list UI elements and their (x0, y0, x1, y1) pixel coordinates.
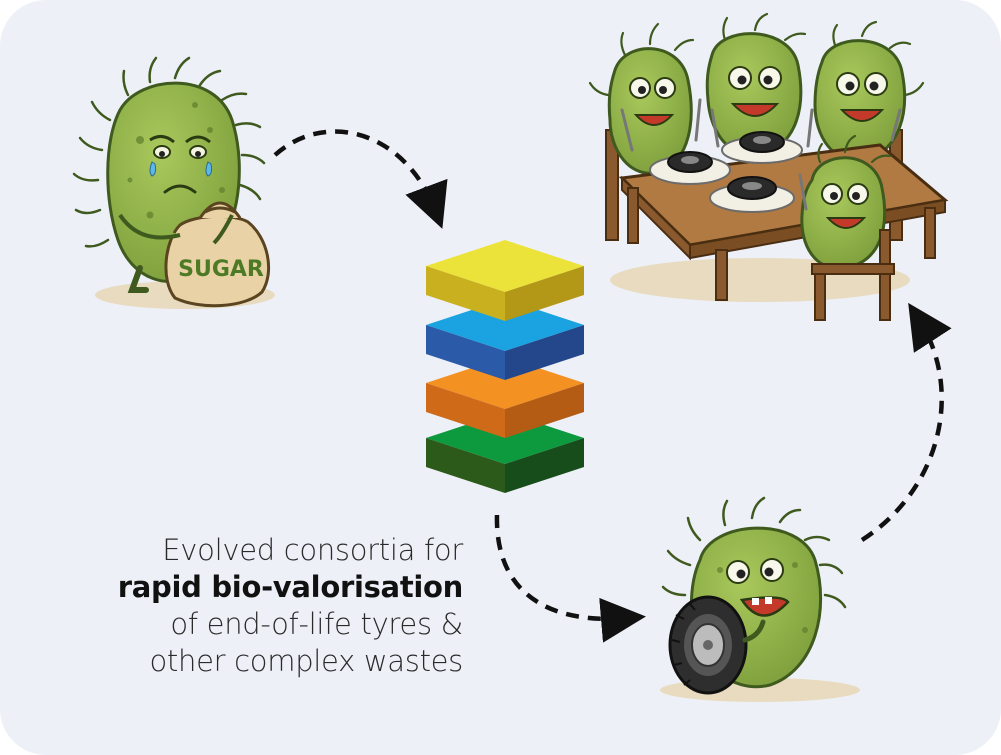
caption-line-4: other complex wastes (149, 644, 463, 678)
layer-stack-icon (426, 240, 584, 493)
caption-line-2-emphasis: rapid bio-valorisation (117, 570, 464, 604)
caption: Evolved consortia for rapid bio-valorisa… (43, 532, 464, 680)
arrow-to-stack (273, 129, 448, 229)
arrow-to-tyre-microbe (494, 514, 646, 643)
tyre-microbe-icon (660, 496, 860, 702)
feasting-microbes-icon (588, 12, 949, 321)
caption-line-1: Evolved consortia for (162, 533, 463, 567)
caption-line-3: of end-of-life tyres & (170, 607, 463, 641)
sad-microbe-icon: SUGAR (72, 56, 275, 309)
tyre-plates (649, 131, 803, 213)
arrow-to-feast (860, 302, 952, 542)
sugar-bag-label: SUGAR (178, 257, 264, 282)
